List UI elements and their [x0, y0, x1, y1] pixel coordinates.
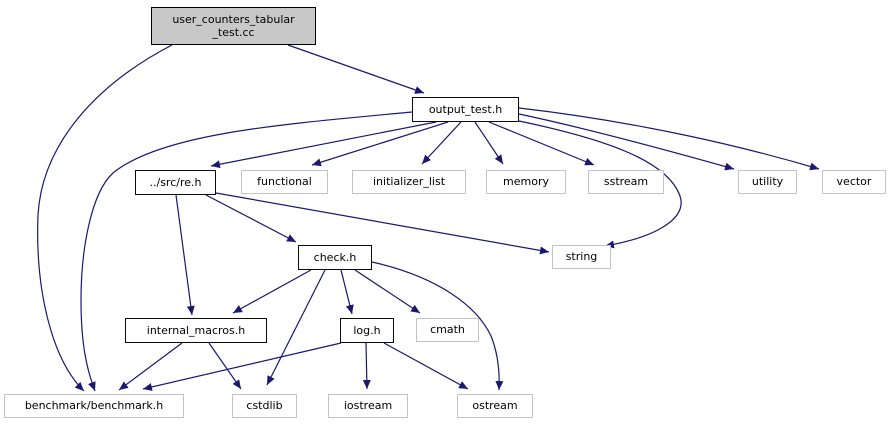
edge-check.h-to-cmath [354, 269, 421, 314]
node-user-counters-tabular-test-cc: user_counters_tabular _test.cc [151, 7, 316, 45]
edge-output_test.h-to-sstream [488, 121, 595, 166]
node-label: string [565, 250, 598, 264]
node-string: string [552, 245, 611, 269]
node-vector: vector [822, 170, 886, 194]
edge-log.h-to-iostream [362, 342, 371, 390]
node-label: output_test.h [428, 102, 503, 116]
edge-output_test.h-to-utility [518, 113, 735, 171]
edge-../src/re.h-to-string [215, 192, 550, 255]
node-internal-macros-h[interactable]: internal_macros.h [125, 318, 267, 343]
node-label: internal_macros.h [146, 323, 246, 337]
node-label: user_counters_tabular [172, 12, 295, 26]
node-initializer-list: initializer_list [352, 170, 466, 194]
node-log-h[interactable]: log.h [340, 318, 394, 343]
node-cstdlib: cstdlib [232, 394, 297, 418]
edge-internal_macros.h-to-cstdlib [208, 342, 242, 390]
node-label: ostream [472, 399, 518, 413]
node-cmath: cmath [416, 318, 479, 342]
edge-output_test.h-to-vector [518, 107, 820, 171]
edge-log.h-to-benchmark/benchmark.h [142, 342, 342, 391]
edge-../src/re.h-to-internal_macros.h [175, 194, 195, 316]
node-label: cstdlib [246, 399, 283, 413]
edge-user_counters_tabular_test.cc-to-output_test.h [287, 44, 425, 94]
edge-output_test.h-to-memory [474, 121, 504, 165]
node-label: log.h [353, 323, 381, 337]
node-iostream: iostream [328, 394, 408, 418]
node-benchmark-benchmark-h: benchmark/benchmark.h [4, 394, 184, 418]
node-utility: utility [738, 170, 797, 194]
node-label: sstream [603, 175, 649, 189]
node-label: functional [257, 175, 312, 189]
edge-check.h-to-cstdlib [266, 269, 326, 386]
node-sstream: sstream [588, 170, 664, 194]
node-label: check.h [313, 250, 357, 264]
node-label: initializer_list [372, 175, 446, 189]
edge-internal_macros.h-to-benchmark/benchmark.h [118, 342, 183, 391]
node-label: _test.cc [212, 26, 255, 39]
node-label: utility [751, 175, 784, 189]
node-label: iostream [343, 399, 393, 413]
node-output-test-h[interactable]: output_test.h [412, 97, 519, 122]
node-src-re-h[interactable]: ../src/re.h [135, 170, 216, 195]
node-label: benchmark/benchmark.h [24, 399, 164, 413]
node-label: vector [836, 175, 872, 189]
node-label: memory [503, 175, 549, 189]
node-check-h[interactable]: check.h [298, 245, 372, 270]
edge-output_test.h-to-initializer_list [421, 121, 462, 165]
edge-output_test.h-to-functional [311, 121, 449, 167]
edge-output_test.h-to-../src/re.h [210, 121, 437, 169]
node-memory: memory [486, 170, 566, 194]
edge-check.h-to-log.h [340, 269, 354, 315]
edge-log.h-to-ostream [383, 342, 469, 390]
node-label: cmath [430, 323, 465, 337]
edge-check.h-to-internal_macros.h [232, 269, 312, 314]
edge-../src/re.h-to-check.h [205, 194, 297, 243]
node-ostream: ostream [457, 394, 533, 418]
node-label: ../src/re.h [149, 175, 202, 189]
node-functional: functional [241, 170, 328, 194]
